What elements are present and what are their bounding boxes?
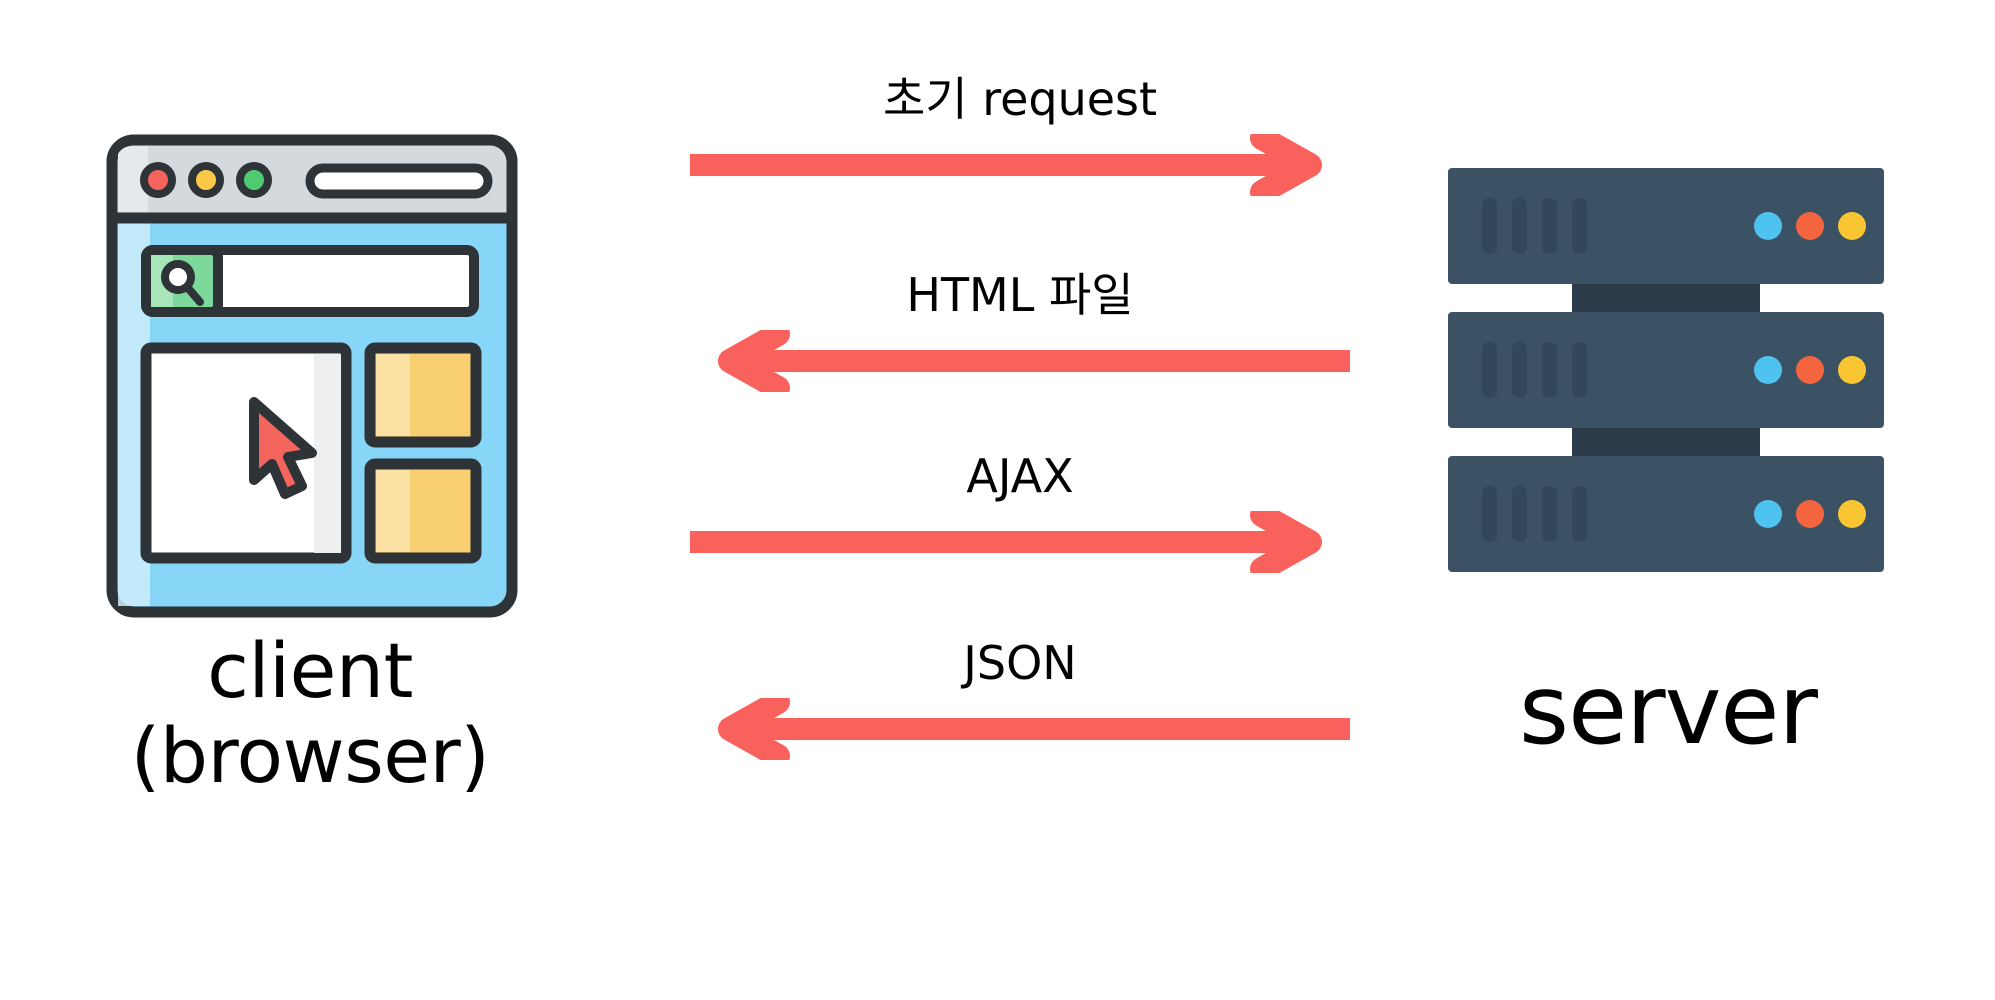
flow-label: 초기 request [882,72,1158,126]
server-vent [1482,198,1497,254]
server-vent [1572,486,1587,542]
flow-label: JSON [963,636,1077,690]
client-label-line2: (browser) [130,711,490,801]
search-icon [161,260,195,294]
server-unit [1448,456,1884,572]
server-vent [1512,486,1527,542]
server-led-orange [1796,500,1824,528]
flow-label: AJAX [966,449,1074,503]
server-vent [1512,198,1527,254]
server-unit [1448,168,1884,284]
arrow-right-icon [690,511,1350,573]
client-label: client (browser) [30,628,590,798]
mouse-cursor-icon [249,397,317,499]
server-led-orange [1796,212,1824,240]
flow-row-initial-request: 초기 request [690,72,1350,202]
server-unit [1448,312,1884,428]
flow-row-html-file: HTML 파일 [690,260,1350,392]
server-vent [1572,198,1587,254]
flow-row-ajax: AJAX [690,445,1350,575]
server-vent [1512,342,1527,398]
server-vent [1572,342,1587,398]
flow-row-json: JSON [690,630,1350,760]
server-led-blue [1754,356,1782,384]
server-vent [1542,342,1557,398]
arrow-right-icon [690,134,1350,196]
server-vent [1542,486,1557,542]
server-led-orange [1796,356,1824,384]
arrow-left-icon [690,330,1350,392]
server-label: server [1519,654,1818,766]
content-panel [140,342,352,564]
window-maximize-dot-green[interactable] [236,162,272,198]
server-led-blue [1754,500,1782,528]
url-bar[interactable] [305,163,493,199]
browser-window-icon [104,132,520,624]
client-label-line1: client [207,626,413,715]
server-vent [1482,342,1497,398]
arrow-left-icon [690,698,1350,760]
server-led-yellow [1838,500,1866,528]
server-rack-icon [1448,168,1884,608]
flow-label: HTML 파일 [906,268,1134,322]
window-minimize-dot-yellow[interactable] [188,162,224,198]
server-led-yellow [1838,212,1866,240]
server-led-blue [1754,212,1782,240]
server-vent [1482,486,1497,542]
server-vent [1542,198,1557,254]
server-led-yellow [1838,356,1866,384]
window-close-dot-red[interactable] [140,162,176,198]
